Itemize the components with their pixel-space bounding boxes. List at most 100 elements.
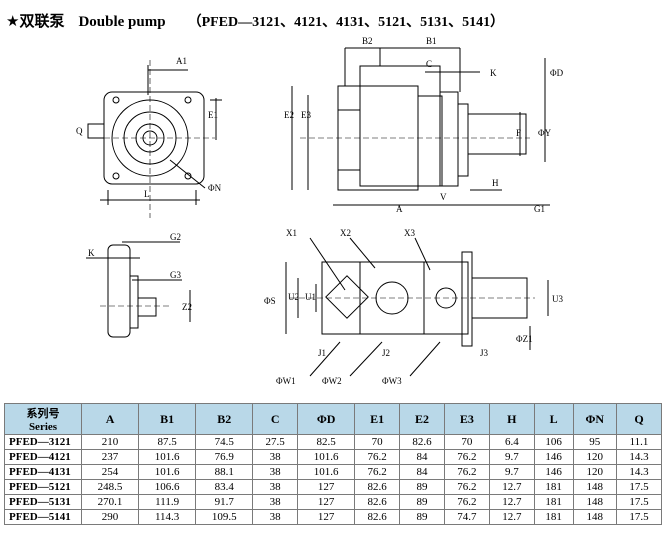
value-cell: 74.7 (443, 509, 490, 525)
value-cell: 89 (399, 479, 445, 495)
dim-e1: E1 (208, 110, 218, 120)
side-view (291, 47, 550, 206)
value-cell: 120 (572, 449, 618, 465)
value-cell: 84 (399, 464, 445, 480)
value-cell: 82.5 (297, 434, 356, 450)
dim-j2: J2 (382, 348, 390, 358)
dim-z1: ΦZ1 (516, 334, 533, 344)
dim-j1: J1 (318, 348, 326, 358)
value-cell: 14.3 (616, 464, 662, 480)
header-series: 系列号 Series (4, 403, 82, 435)
value-cell: 106.6 (138, 479, 197, 495)
value-cell: 12.7 (488, 509, 535, 525)
dim-w2: ΦW2 (322, 376, 342, 386)
value-cell: 114.3 (138, 509, 197, 525)
value-cell: 87.5 (138, 434, 197, 450)
value-cell: 82.6 (399, 434, 445, 450)
header-col: ΦN (572, 403, 618, 435)
value-cell: 270.1 (80, 494, 140, 510)
top-view (285, 237, 549, 377)
value-cell: 82.6 (354, 509, 401, 525)
value-cell: 38 (252, 479, 299, 495)
title-cn: ★双联泵 (6, 12, 65, 30)
dim-x3: X3 (404, 228, 415, 238)
dim-b1: B1 (426, 36, 437, 46)
value-cell: 9.7 (488, 464, 535, 480)
value-cell: 17.5 (616, 494, 662, 510)
header-col: C (252, 403, 299, 435)
dim-w3: ΦW3 (382, 376, 402, 386)
value-cell: 76.2 (443, 494, 490, 510)
value-cell: 76.2 (354, 464, 401, 480)
value-cell: 70 (354, 434, 401, 450)
dim-a: A (396, 204, 403, 214)
value-cell: 148 (572, 479, 618, 495)
dim-w1: ΦW1 (276, 376, 296, 386)
value-cell: 38 (252, 494, 299, 510)
model-cell: PFED—5131 (4, 494, 82, 510)
value-cell: 82.6 (354, 479, 401, 495)
value-cell: 83.4 (195, 479, 254, 495)
header-col: ΦD (297, 403, 356, 435)
value-cell: 181 (533, 509, 574, 525)
value-cell: 127 (297, 479, 356, 495)
value-cell: 17.5 (616, 509, 662, 525)
value-cell: 74.5 (195, 434, 254, 450)
header-series-cn: 系列号 (26, 407, 60, 420)
front-view (87, 60, 222, 218)
header-col: E1 (354, 403, 401, 435)
dim-e3: E3 (301, 110, 311, 120)
dim-g2: G2 (170, 232, 181, 242)
value-cell: 82.6 (354, 494, 401, 510)
dim-g3: G3 (170, 270, 181, 280)
value-cell: 181 (533, 479, 574, 495)
value-cell: 14.3 (616, 449, 662, 465)
value-cell: 11.1 (616, 434, 662, 450)
value-cell: 210 (80, 434, 140, 450)
value-cell: 181 (533, 494, 574, 510)
header-col: B1 (138, 403, 197, 435)
value-cell: 70 (443, 434, 490, 450)
dim-x2: X2 (340, 228, 351, 238)
dim-u3: U3 (552, 294, 563, 304)
dim-n: ΦN (208, 183, 222, 193)
value-cell: 248.5 (80, 479, 140, 495)
value-cell: 38 (252, 464, 299, 480)
value-cell: 27.5 (252, 434, 299, 450)
model-cell: PFED—5141 (4, 509, 82, 525)
value-cell: 76.2 (354, 449, 401, 465)
dim-e2: E2 (284, 110, 294, 120)
value-cell: 101.6 (297, 449, 356, 465)
value-cell: 146 (533, 464, 574, 480)
dim-l: L (144, 189, 150, 199)
value-cell: 76.2 (443, 479, 490, 495)
value-cell: 106 (533, 434, 574, 450)
model-cell: PFED—4131 (4, 464, 82, 480)
technical-drawing: A1 E1 Q L ΦN B2 B1 C K ΦD E2 E3 F ΦY H V… (76, 36, 564, 386)
dim-s: ΦS (264, 296, 276, 306)
value-cell: 148 (572, 494, 618, 510)
dim-g1: G1 (534, 204, 545, 214)
value-cell: 38 (252, 449, 299, 465)
dim-d: ΦD (550, 68, 564, 78)
value-cell: 6.4 (488, 434, 535, 450)
value-cell: 12.7 (488, 494, 535, 510)
value-cell: 95 (572, 434, 618, 450)
model-cell: PFED—5121 (4, 479, 82, 495)
header-col: L (533, 403, 574, 435)
spec-table: 系列号 Series A B1 B2 C ΦD E1 E2 E3 H L ΦN … (4, 403, 662, 525)
dim-a1: A1 (176, 56, 187, 66)
dim-u1: U1 (305, 292, 316, 302)
value-cell: 127 (297, 494, 356, 510)
value-cell: 76.2 (443, 449, 490, 465)
header-series-en: Series (28, 421, 58, 433)
value-cell: 120 (572, 464, 618, 480)
header-col: H (488, 403, 535, 435)
